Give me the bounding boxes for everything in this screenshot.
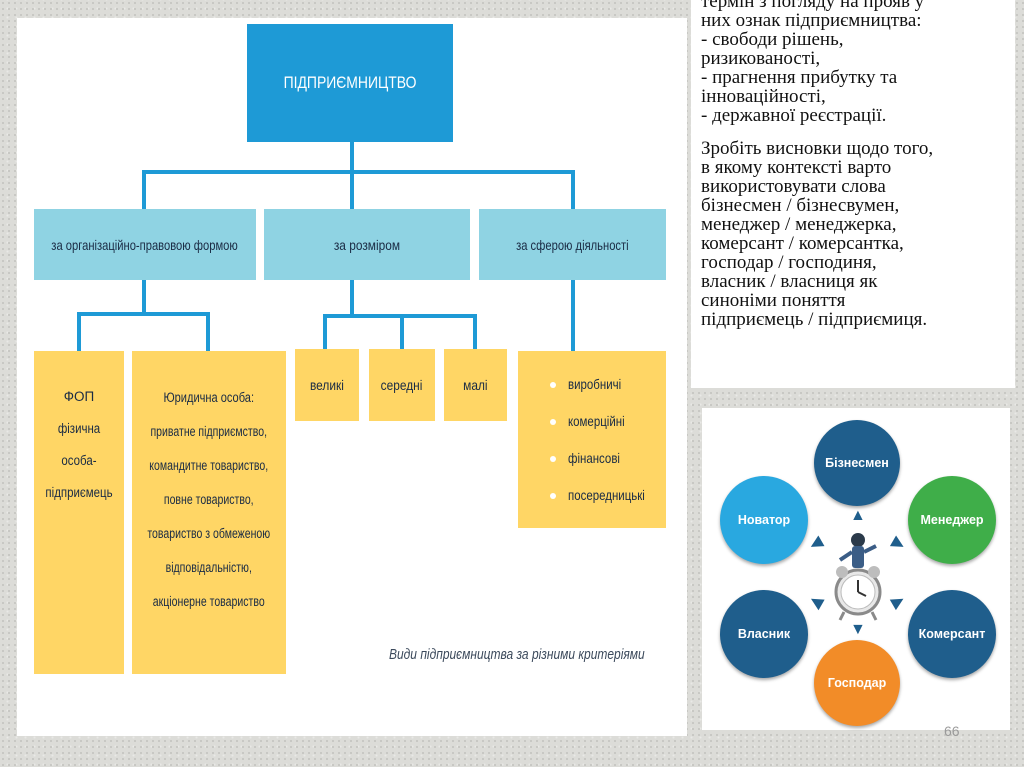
paragraph-1: термін з погляду на прояв у них ознак пі… (701, 0, 925, 126)
category-label: за організаційно-правовою формою (51, 236, 239, 253)
arrow-right-down-icon: ▶ (888, 591, 908, 613)
text-block: термін з погляду на прояв у них ознак пі… (701, 0, 1011, 329)
connector (473, 314, 477, 350)
connector (77, 312, 81, 352)
bullet-icon (550, 455, 556, 462)
legal-entity-item: командитне товариство, (149, 458, 269, 473)
connector (350, 142, 354, 172)
role-label: Менеджер (920, 513, 984, 527)
role-circle-right-lower: Комерсант (908, 590, 996, 678)
bullet-icon (550, 418, 556, 425)
legal-entity-heading: Юридична особа: (163, 390, 255, 405)
bullet-icon (550, 381, 556, 388)
alarm-clock-icon (834, 533, 882, 621)
fop-box: ФОП фізична особа- підприємець (34, 351, 124, 674)
sphere-item: виробничі (550, 366, 662, 403)
root-label: ПІДПРИЄМНИЦТВО (283, 73, 417, 92)
fop-text: ФОП фізична особа- підприємець (34, 381, 124, 509)
sphere-box: виробничі комерційні фінансові посередни… (518, 351, 666, 528)
role-label: Новатор (737, 513, 791, 527)
size-box: середні (369, 349, 435, 421)
role-circle-top: Бізнесмен (814, 420, 900, 506)
connector (206, 312, 210, 352)
category-box: за організаційно-правовою формою (34, 209, 256, 280)
connector (142, 170, 575, 174)
category-label: за сферою діяльності (516, 236, 629, 253)
sphere-label: комерційні (568, 412, 625, 429)
size-label: малі (463, 377, 488, 393)
fop-label: підприємець (45, 485, 113, 500)
legal-entity-item: товариство з обмеженою (147, 526, 271, 541)
sphere-label: посередницькі (568, 486, 645, 503)
role-label: Власник (737, 627, 791, 641)
fop-label: ФОП (63, 389, 95, 404)
category-box: за розміром (264, 209, 470, 280)
sphere-label: фінансові (568, 449, 620, 466)
root-box: ПІДПРИЄМНИЦТВО (247, 24, 453, 142)
category-box: за сферою діяльності (479, 209, 666, 280)
connector (323, 314, 327, 350)
connector (77, 312, 210, 316)
connector (350, 170, 354, 210)
diagram-panel: ПІДПРИЄМНИЦТВО за організаційно-правовою… (17, 18, 687, 736)
fop-label: фізична особа- (57, 421, 101, 468)
role-label: Комерсант (918, 627, 986, 641)
sphere-item: комерційні (550, 403, 662, 440)
size-label: середні (381, 377, 423, 393)
size-box: малі (444, 349, 507, 421)
role-label: Господар (827, 676, 887, 690)
connector (571, 170, 575, 210)
connector (350, 280, 354, 316)
page-number: 66 (944, 723, 960, 739)
role-circle-left-upper: Новатор (720, 476, 808, 564)
legal-entity-item: приватне підприємство, (150, 424, 268, 439)
role-circle-left-lower: Власник (720, 590, 808, 678)
text-panel: термін з погляду на прояв у них ознак пі… (691, 0, 1015, 388)
legal-entity-item: повне товариство, (164, 492, 254, 507)
connector (142, 280, 146, 314)
legal-entity-item: акціонерне товариство (153, 594, 265, 609)
sphere-list: виробничі комерційні фінансові посередни… (550, 366, 662, 514)
diagram-caption: Види підприємництва за різними критеріям… (389, 646, 645, 663)
sphere-label: виробничі (568, 375, 622, 392)
arrow-left-up-icon: ◀ (806, 533, 826, 555)
connector (142, 170, 146, 210)
bullet-icon (550, 492, 556, 499)
legal-entity-item: відповідальністю, (165, 560, 253, 575)
role-circle-bottom: Господар (814, 640, 900, 726)
size-box: великі (295, 349, 359, 421)
connector (571, 280, 575, 352)
arrow-right-up-icon: ▶ (888, 533, 908, 555)
connector (400, 314, 404, 350)
legal-entity-box: Юридична особа: приватне підприємство, к… (132, 351, 286, 674)
roles-panel: Бізнесмен Новатор Менеджер Власник Комер… (702, 408, 1010, 730)
sphere-item: фінансові (550, 440, 662, 477)
role-label: Бізнесмен (825, 456, 889, 470)
sphere-item: посередницькі (550, 477, 662, 514)
role-circle-right-upper: Менеджер (908, 476, 996, 564)
arrow-down-icon: ▼ (850, 621, 866, 638)
size-label: великі (310, 377, 344, 393)
arrow-up-icon: ▲ (850, 507, 866, 524)
paragraph-2: Зробіть висновки щодо того, в якому конт… (701, 138, 934, 330)
legal-entity-text: Юридична особа: приватне підприємство, к… (130, 381, 287, 619)
arrow-left-down-icon: ◀ (806, 591, 826, 613)
category-label: за розміром (333, 236, 401, 253)
